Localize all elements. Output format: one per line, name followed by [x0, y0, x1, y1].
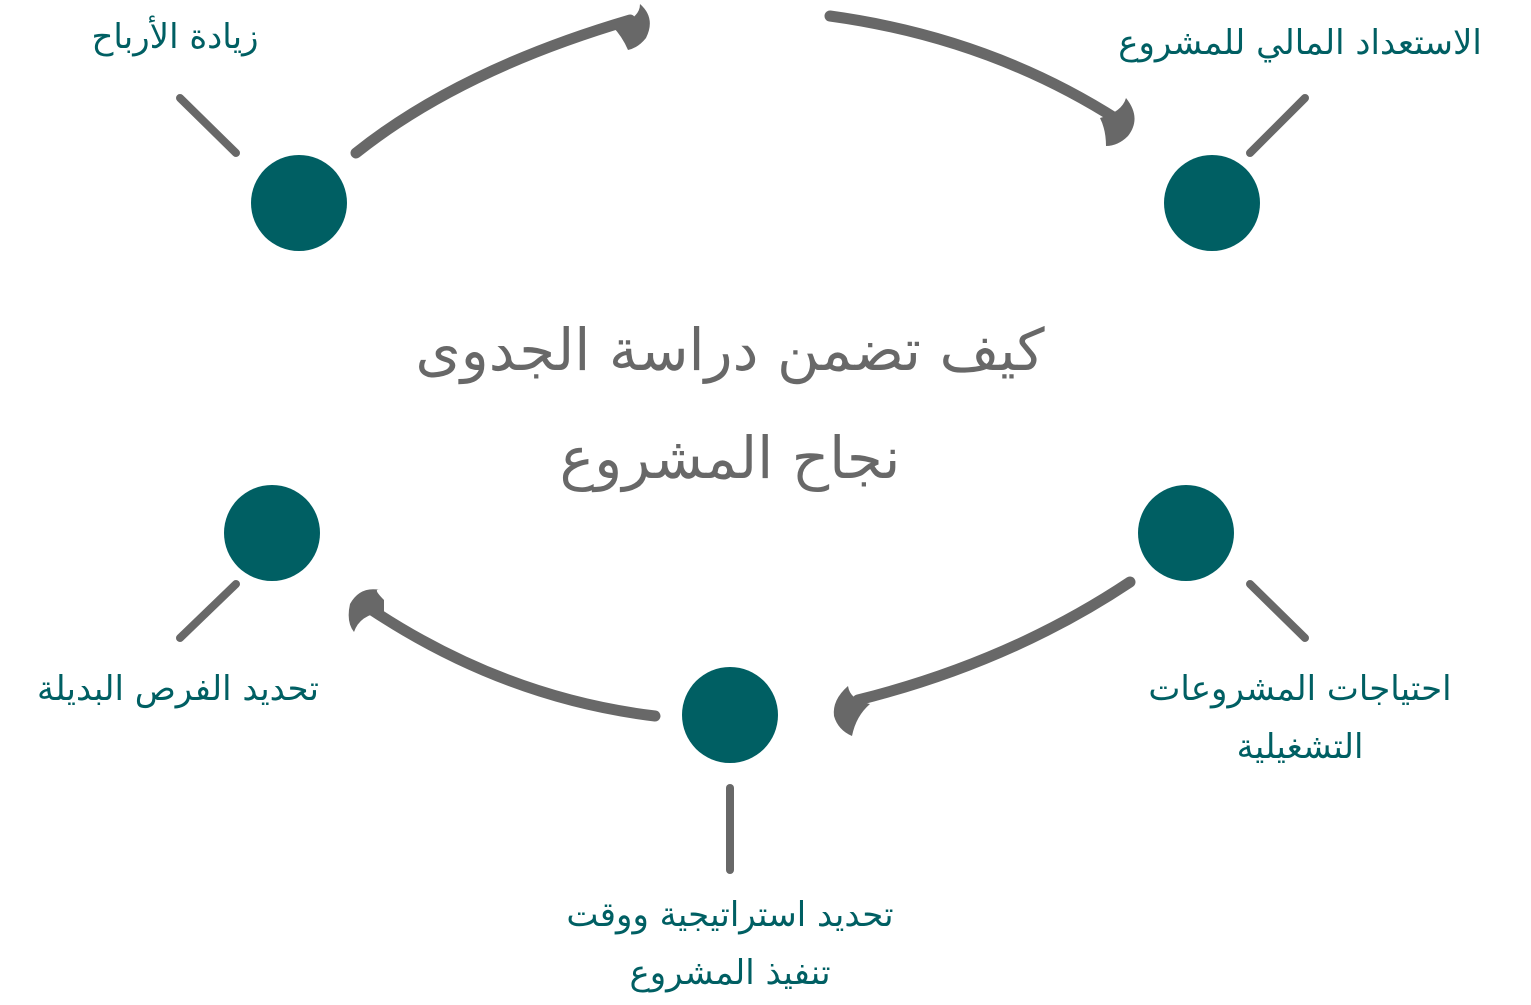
leader-lines — [176, 94, 1309, 874]
leader-line-top-right — [1246, 94, 1309, 157]
arrow-head-bottom-right — [833, 686, 870, 736]
node-label-bottom-left: تحديد الفرص البديلة — [37, 669, 319, 709]
cycle-arrows — [350, 10, 1136, 722]
node-circle-bottom-right — [1138, 485, 1234, 581]
diagram-title-line-2: نجاح المشروع — [559, 424, 901, 492]
diagram-title: كيف تضمن دراسة الجدوى نجاح المشروع — [300, 296, 1160, 512]
arrow-head-top-right — [1100, 98, 1135, 146]
node-label-top-right: الاستعداد المالي للمشروع — [1118, 23, 1482, 63]
diagram-title-line-1: كيف تضمن دراسة الجدوى — [415, 316, 1045, 384]
leader-line-bottom-left — [176, 580, 240, 642]
node-label-bottom-right: احتياجات المشروعات التشغيلية — [1148, 669, 1452, 767]
arrow-head-bottom-left — [348, 589, 384, 632]
node-circle-top-right — [1164, 155, 1260, 251]
arrow-arc-top-left — [350, 14, 636, 159]
node-circle-bottom-left — [224, 485, 320, 581]
node-circle-bottom-center — [682, 667, 778, 763]
arrow-arc-top-right — [824, 10, 1124, 126]
node-label-bottom-center: تحديد استراتيجية ووقت تنفيذ المشروع — [566, 895, 894, 993]
arrow-heads — [348, 4, 1135, 736]
arrow-head-top-left — [612, 4, 650, 50]
arrow-arc-bottom-left — [366, 604, 661, 722]
leader-line-top-left — [176, 94, 240, 157]
nodes — [224, 155, 1260, 763]
node-label-top-left: زيادة الأرباح — [91, 17, 259, 57]
leader-line-bottom-right — [1246, 580, 1309, 642]
arrow-arc-bottom-right — [852, 576, 1136, 706]
node-circle-top-left — [251, 155, 347, 251]
